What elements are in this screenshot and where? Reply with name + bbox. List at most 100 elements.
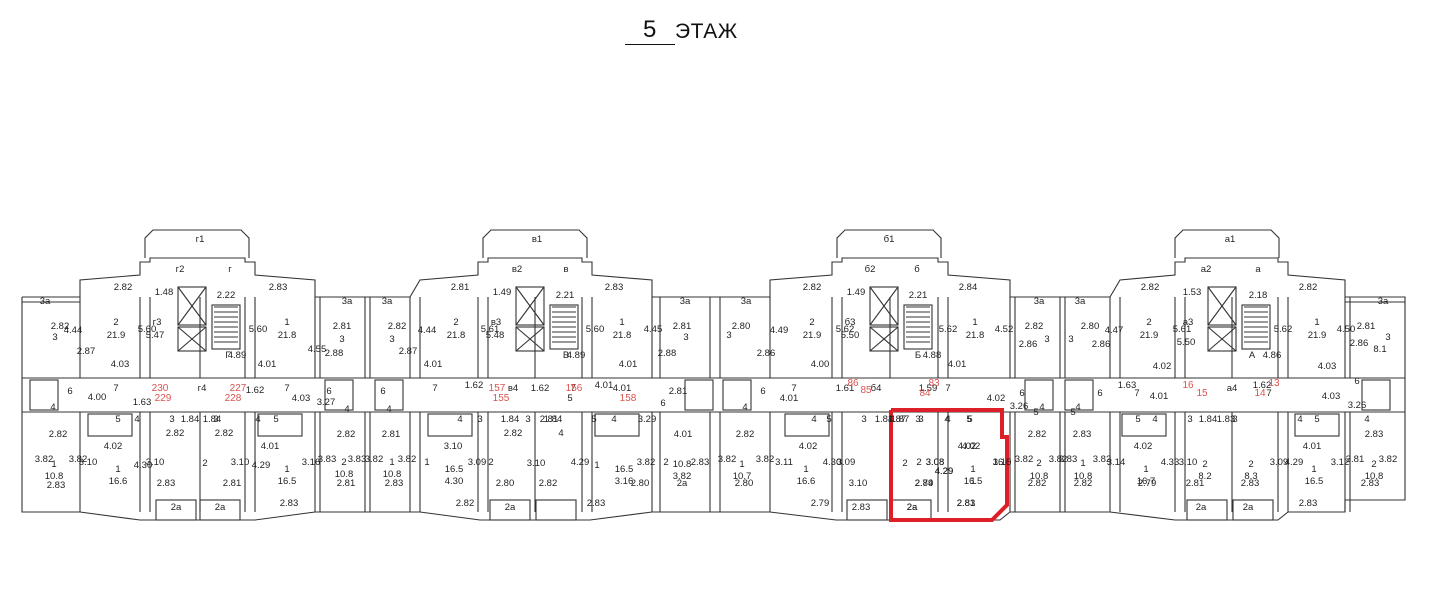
selected-room-label: 3: [915, 414, 920, 425]
apartment-number-label: 228: [225, 393, 242, 404]
room-dimension-label: 3.82: [69, 454, 88, 465]
room-dimension-label: 4.01: [261, 441, 280, 452]
room-dimension-label: 5: [967, 414, 972, 425]
room-dimension-label: 3.08: [926, 457, 945, 468]
room-dimension-label: 4.03: [111, 359, 130, 370]
room-dimension-label: 6: [760, 386, 765, 397]
room-dimension-label: 2.18: [1249, 290, 1268, 301]
room-dimension-label: 2.21: [909, 290, 928, 301]
room-dimension-label: 2.83: [157, 478, 176, 489]
room-dimension-label: 1.53: [1183, 287, 1202, 298]
room-dimension-label: 16.5: [615, 464, 634, 475]
room-dimension-label: 4: [811, 414, 816, 425]
room-dimension-label: 2.79: [811, 498, 830, 509]
room-dimension-label: 4.44: [64, 325, 83, 336]
room-dimension-label: 1: [1311, 464, 1316, 475]
room-dimension-label: в3: [491, 317, 501, 328]
room-dimension-label: 1.61: [836, 383, 855, 394]
room-dimension-label: 3: [1068, 334, 1073, 345]
room-dimension-label: 2.82: [114, 282, 133, 293]
room-dimension-label: 3: [683, 332, 688, 343]
room-dimension-label: 2.86: [757, 348, 776, 359]
room-dimension-label: 2: [1202, 459, 1207, 470]
room-dimension-label: 3: [1385, 332, 1390, 343]
balcony-bottom: [846, 499, 888, 521]
elevator-shaft: [1207, 326, 1237, 352]
room-dimension-label: 21.8: [613, 330, 632, 341]
apartment-number-label: 16: [1182, 380, 1194, 391]
bathroom: [1121, 413, 1167, 437]
selected-apartment-border[interactable]: [889, 408, 1009, 522]
room-dimension-label: 4.33: [1161, 457, 1180, 468]
room-dimension-label: 1.84: [181, 414, 200, 425]
room-dimension-label: в2: [512, 264, 522, 275]
room-dimension-label: 1: [115, 464, 120, 475]
room-dimension-label: 5.61: [1173, 324, 1192, 335]
room-dimension-label: 2.82: [1141, 282, 1160, 293]
room-dimension-label: 2.79: [1138, 478, 1157, 489]
room-dimension-label: 4.01: [780, 393, 799, 404]
apartment-number-label: 156: [566, 383, 583, 394]
room-dimension-label: 2.81: [382, 429, 401, 440]
room-dimension-label: 2.82: [388, 321, 407, 332]
balcony: [1174, 229, 1280, 258]
balcony-bottom: [535, 499, 577, 521]
room-dimension-label: 3: [1187, 414, 1192, 425]
room-dimension-label: 2.82: [337, 429, 356, 440]
stair-well: [1241, 304, 1271, 350]
selected-apartment-outline[interactable]: [889, 408, 1009, 522]
room-dimension-label: 4: [1364, 414, 1369, 425]
selected-room-label: 5: [966, 414, 971, 425]
room-dimension-label: 4.01: [619, 359, 638, 370]
room-dimension-label: б2: [865, 264, 876, 275]
floor-number-underline: [625, 44, 675, 45]
room-dimension-label: 1.59: [919, 383, 938, 394]
room-dimension-label: А: [1249, 350, 1256, 361]
room-dimension-label: 1.84: [501, 414, 520, 425]
room-dimension-label: 1: [284, 464, 289, 475]
balcony: [836, 229, 942, 258]
room-dimension-label: 2.83: [605, 282, 624, 293]
room-dimension-label: 2.81: [333, 321, 352, 332]
room-dimension-label: 3.82: [1049, 454, 1068, 465]
room-dimension-label: 4.29: [1285, 457, 1304, 468]
room-dimension-label: 2.82: [736, 429, 755, 440]
elevator-shaft: [515, 326, 545, 352]
floor-title: 5 ЭТАЖ: [625, 14, 765, 45]
apartment-number-label: 15: [1196, 388, 1208, 399]
bathroom: [684, 379, 714, 411]
room-dimension-label: 5: [1135, 414, 1140, 425]
room-dimension-label: 5.50: [841, 330, 860, 341]
room-dimension-label: 2.82: [456, 498, 475, 509]
room-dimension-label: 3: [525, 414, 530, 425]
room-dimension-label: 3: [477, 414, 482, 425]
room-dimension-label: г1: [196, 234, 205, 245]
room-dimension-label: 2.81: [540, 414, 559, 425]
room-dimension-label: 10.8: [45, 471, 64, 482]
room-dimension-label: 4: [558, 428, 563, 439]
room-dimension-label: 4.29: [252, 460, 271, 471]
elevator-cross: [177, 326, 207, 352]
room-dimension-label: 2.84: [915, 478, 934, 489]
room-dimension-label: 4.01: [674, 429, 693, 440]
room-dimension-label: 2.82: [166, 428, 185, 439]
room-dimension-label: 2: [1371, 459, 1376, 470]
room-dimension-label: 3.83: [348, 454, 367, 465]
room-dimension-label: 2: [488, 457, 493, 468]
elevator-shaft: [515, 286, 545, 326]
room-dimension-label: 1: [284, 317, 289, 328]
room-dimension-label: 3.26: [1010, 401, 1029, 412]
room-dimension-label: 3.16: [302, 457, 321, 468]
room-dimension-label: 4.02: [1153, 361, 1172, 372]
room-dimension-label: 1.48: [155, 287, 174, 298]
selected-room-label: 2.79: [915, 478, 934, 489]
room-dimension-label: 2а: [677, 478, 688, 489]
room-dimension-label: 7: [284, 383, 289, 394]
room-dimension-label: 2.83: [47, 480, 66, 491]
room-dimension-label: 2: [202, 458, 207, 469]
room-dimension-label: 3.82: [35, 454, 54, 465]
bathroom: [324, 379, 354, 411]
room-dimension-label: 6: [1097, 388, 1102, 399]
bathroom: [257, 413, 303, 437]
